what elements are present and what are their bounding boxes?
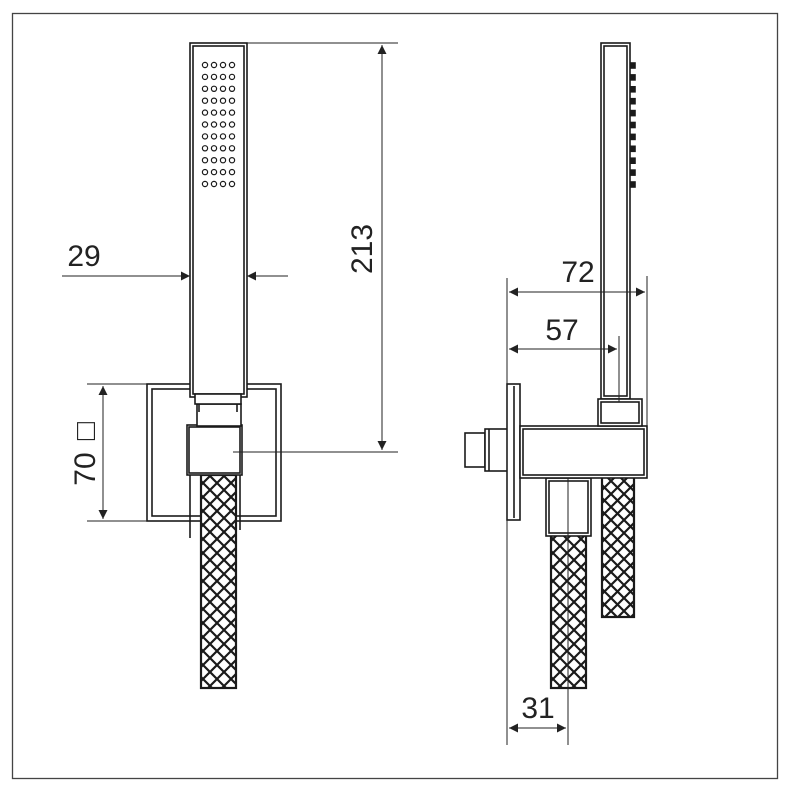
- nozzle-dot: [201, 97, 209, 104]
- front-hose: [199, 473, 238, 690]
- nozzle-dot: [219, 73, 227, 81]
- nozzle-dot: [228, 97, 236, 104]
- side-inlet-pipe: [464, 428, 510, 472]
- nozzle-dot: [201, 61, 209, 69]
- dim-label-hose-diameter: 31: [521, 692, 554, 725]
- side-nozzle-column: [630, 62, 636, 188]
- nozzle-dot: [228, 73, 236, 81]
- nozzle-dot: [201, 145, 209, 152]
- nozzle-dot: [630, 109, 636, 117]
- dim-label-wall-plate-group: 70 □: [69, 421, 102, 486]
- handset-nozzle-grid: [201, 61, 236, 188]
- square-symbol: □: [69, 421, 102, 440]
- front-view: [146, 42, 282, 690]
- nozzle-dot: [219, 61, 227, 69]
- nozzle-dot: [219, 156, 227, 164]
- nozzle-dot: [219, 180, 227, 188]
- nozzle-dot: [201, 109, 209, 116]
- nozzle-dot: [228, 145, 236, 152]
- side-handset: [597, 42, 643, 427]
- nozzle-dot: [201, 85, 209, 93]
- nozzle-dot: [210, 180, 218, 188]
- nozzle-dot: [228, 109, 236, 116]
- nozzle-dot: [210, 73, 218, 81]
- nozzle-dot: [219, 121, 227, 128]
- front-dimensions: [62, 42, 398, 522]
- nozzle-dot: [210, 156, 218, 164]
- dim-label-holder-depth: 57: [545, 314, 578, 347]
- nozzle-dot: [201, 73, 209, 81]
- side-dimensions: [506, 276, 648, 745]
- side-hose-rear: [600, 468, 636, 619]
- nozzle-dot: [201, 156, 209, 164]
- nozzle-dot: [210, 109, 218, 116]
- dim-label-wall-plate: 70: [69, 452, 102, 485]
- nozzle-dot: [228, 168, 236, 176]
- nozzle-dot: [630, 121, 636, 129]
- nozzle-dot: [630, 74, 636, 81]
- nozzle-dot: [210, 97, 218, 104]
- nozzle-dot: [630, 181, 636, 188]
- nozzle-dot: [219, 168, 227, 176]
- nozzle-dot: [201, 180, 209, 188]
- nozzle-dot: [201, 133, 209, 140]
- nozzle-dot: [201, 121, 209, 128]
- nozzle-dot: [210, 133, 218, 140]
- dim-label-handset-width: 29: [67, 240, 100, 273]
- drawing-frame: [11, 12, 779, 780]
- side-wall-flange: [506, 383, 521, 521]
- side-view: [464, 42, 648, 690]
- nozzle-dot: [219, 109, 227, 116]
- nozzle-dot: [210, 61, 218, 69]
- nozzle-dot: [228, 85, 236, 93]
- nozzle-dot: [210, 121, 218, 128]
- nozzle-dot: [201, 168, 209, 176]
- nozzle-dot: [210, 85, 218, 93]
- nozzle-dot: [228, 61, 236, 69]
- nozzle-dot: [630, 145, 636, 153]
- nozzle-dot: [228, 156, 236, 164]
- nozzle-dot: [219, 85, 227, 93]
- nozzle-dot: [228, 180, 236, 188]
- nozzle-dot: [630, 133, 636, 141]
- nozzle-dot: [630, 157, 636, 164]
- nozzle-dot: [219, 133, 227, 140]
- front-holder-bracket: [186, 403, 243, 538]
- nozzle-dot: [630, 97, 636, 105]
- dim-label-total-depth: 72: [561, 256, 594, 289]
- nozzle-dot: [210, 168, 218, 176]
- dim-label-handset-height: 213: [346, 224, 379, 274]
- nozzle-dot: [228, 133, 236, 140]
- nozzle-dot: [210, 145, 218, 152]
- nozzle-dot: [630, 169, 636, 176]
- front-handset: [189, 42, 248, 412]
- nozzle-dot: [630, 62, 636, 69]
- nozzle-dot: [228, 121, 236, 128]
- nozzle-dot: [219, 145, 227, 152]
- nozzle-dot: [219, 97, 227, 104]
- side-holder-body: [519, 425, 648, 479]
- nozzle-dot: [630, 86, 636, 93]
